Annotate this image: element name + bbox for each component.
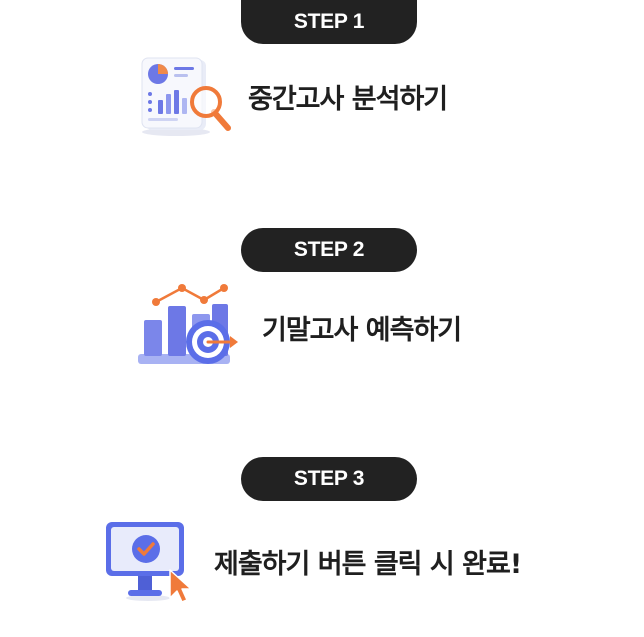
step-2-badge: STEP 2 <box>241 228 417 272</box>
step-3-label: 제출하기 버튼 클릭 시 완료! <box>214 548 522 580</box>
step-1-row: 중간고사 분석하기 <box>136 54 448 138</box>
step-2-label: 기말고사 예측하기 <box>262 314 462 346</box>
monitor-check-cursor-icon <box>104 518 196 604</box>
report-magnifier-icon <box>136 54 232 138</box>
step-3-badge: STEP 3 <box>241 457 417 501</box>
chart-target-icon <box>136 282 240 372</box>
step-1-badge: STEP 1 <box>241 0 417 44</box>
step-2-row: 기말고사 예측하기 <box>136 282 462 372</box>
step-1-label: 중간고사 분석하기 <box>248 83 448 115</box>
step-3-row: 제출하기 버튼 클릭 시 완료! <box>104 518 522 604</box>
